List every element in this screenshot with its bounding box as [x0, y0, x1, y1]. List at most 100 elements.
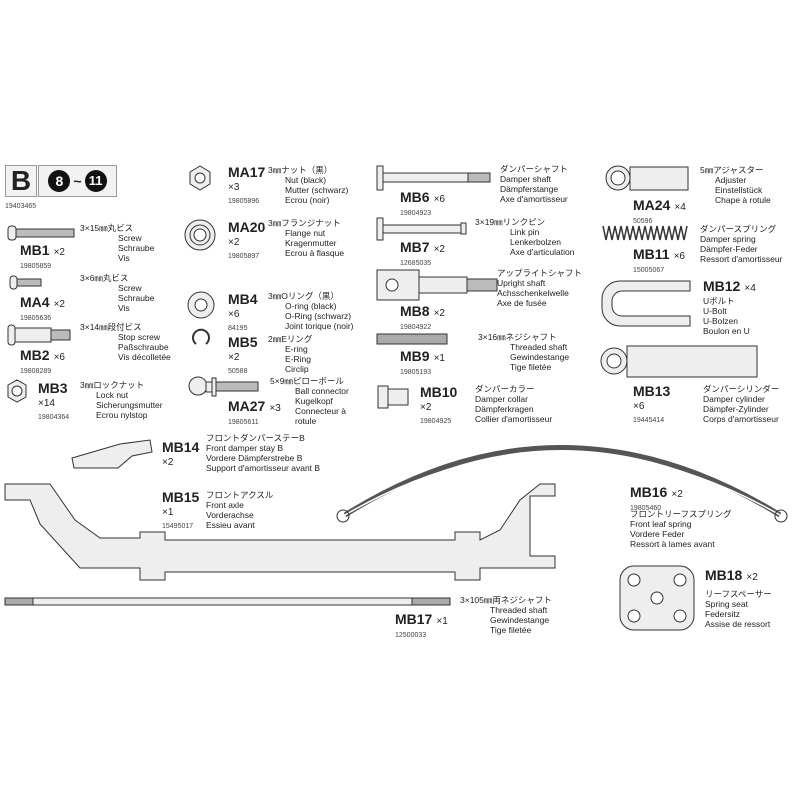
part-id: MB12	[703, 278, 741, 294]
part-name: Lock nut	[96, 390, 129, 400]
part-quantity: ×2	[162, 457, 174, 468]
part-name: Adjuster	[715, 175, 747, 185]
nut-ma17	[189, 165, 211, 191]
part-name-jp: 3㎜ナット（黒）	[268, 165, 333, 175]
part-name-jp: 5×9㎜ピローボール	[270, 376, 344, 386]
part-name: Assise de ressort	[705, 619, 771, 629]
part-name: Spring seat	[705, 599, 748, 609]
part-name-jp: ダンパーカラー	[475, 384, 535, 394]
part-name: Vis	[118, 253, 130, 263]
part-quantity: ×2	[671, 489, 683, 500]
part-quantity: ×1	[436, 616, 448, 627]
part-quantity: ×4	[744, 283, 756, 294]
part-name-jp: ダンパースプリング	[700, 224, 777, 234]
part-code: 12500033	[395, 632, 427, 639]
part-code: 19805896	[228, 198, 260, 205]
part-id: MB8	[400, 303, 430, 319]
part-name: Ecrou nylstop	[96, 410, 148, 420]
part-name: Damper shaft	[500, 174, 552, 184]
part-description-ma17: 3㎜ナット（黒）Nut (black)Mutter (schwarz)Ecrou…	[268, 165, 348, 205]
damper-stay-mb14	[71, 439, 153, 469]
part-name: Damper collar	[475, 394, 528, 404]
part-code: 50588	[228, 368, 248, 375]
part-id: MB4	[228, 291, 258, 307]
part-name: Threaded shaft	[490, 605, 548, 615]
part-quantity: ×2	[746, 572, 758, 583]
part-quantity: ×2	[228, 237, 240, 248]
part-name: Axe d'amortisseur	[500, 194, 568, 204]
part-code: 19805611	[228, 419, 259, 426]
part-name: Tige filetée	[510, 362, 552, 372]
part-label-mb5: MB5 ×2 50588	[228, 335, 258, 379]
part-quantity: ×1	[162, 507, 174, 518]
part-id: MB11	[633, 246, 670, 262]
part-name: U-Bolt	[703, 306, 727, 316]
part-name: Ecrou (noir)	[285, 195, 330, 205]
part-id: MB7	[400, 239, 430, 255]
part-name: Screw	[118, 283, 142, 293]
part-name: Damper spring	[700, 234, 756, 244]
step-from: 8	[48, 170, 71, 192]
part-name-jp: フロントリーフスプリング	[630, 509, 732, 519]
part-name: Upright shaft	[497, 278, 546, 288]
part-name: Einstellstück	[715, 185, 763, 195]
part-code: 19805193	[400, 369, 432, 376]
part-name: Axe de fusée	[497, 298, 547, 308]
damper-shaft-mb6	[376, 165, 491, 191]
o-ring-mb4	[187, 291, 215, 319]
part-name-jp: 3×105㎜両ネジシャフト	[460, 595, 552, 605]
part-quantity: ×2	[53, 299, 65, 310]
part-quantity: ×1	[433, 353, 445, 364]
bag-letter: B	[10, 165, 32, 196]
part-quantity: ×2	[228, 352, 240, 363]
part-name-jp: フロントアクスル	[206, 490, 274, 500]
lock-nut-mb3	[7, 379, 27, 403]
part-name-jp: 3×16㎜ネジシャフト	[478, 332, 557, 342]
part-name-jp: 3㎜Oリング（黒）	[268, 291, 339, 301]
part-name: Schraube	[118, 293, 155, 303]
part-name-jp: 2㎜Eリング	[268, 334, 313, 344]
part-name: Ecrou à flasque	[285, 248, 345, 258]
part-name: Dämpferstange	[500, 184, 559, 194]
part-id: MA4	[20, 294, 50, 310]
part-name: Paßschraube	[118, 342, 169, 352]
part-quantity: ×6	[633, 401, 645, 412]
part-id: MB13	[633, 383, 671, 399]
part-name: Front axle	[206, 500, 244, 510]
part-name: Vis	[118, 303, 130, 313]
part-name: Corps d'amortisseur	[703, 414, 779, 424]
flange-nut-ma20	[184, 219, 216, 251]
part-description-mb4: 3㎜Oリング（黒）O-ring (black)O-Ring (schwarz)J…	[268, 291, 354, 331]
part-name: Ressort à lames avant	[630, 539, 715, 549]
part-code: 19808289	[20, 368, 52, 375]
part-name: Ressort d'amortisseur	[700, 254, 783, 264]
part-code: 15005067	[633, 267, 665, 274]
part-id: MB5	[228, 334, 258, 350]
part-label-mb14: MB14×2	[162, 440, 199, 470]
part-name: Vordere Dämpferstrebe B	[206, 453, 303, 463]
part-name-jp: 3×6㎜丸ビス	[80, 273, 129, 283]
part-name: Connecteur à	[295, 406, 347, 416]
part-name-jp: ダンパーシリンダー	[703, 384, 780, 394]
screw-mb1	[7, 225, 75, 241]
part-name: Federsitz	[705, 609, 740, 619]
part-name: Threaded shaft	[510, 342, 568, 352]
part-id: MB15	[162, 489, 200, 505]
part-code: 12685035	[400, 260, 432, 267]
part-name: Support d'amortisseur avant B	[206, 463, 321, 473]
part-code: 19445414	[633, 417, 665, 424]
part-name-jp: リーフスペーサー	[705, 589, 772, 599]
part-name-jp: 3×15㎜丸ビス	[80, 223, 134, 233]
